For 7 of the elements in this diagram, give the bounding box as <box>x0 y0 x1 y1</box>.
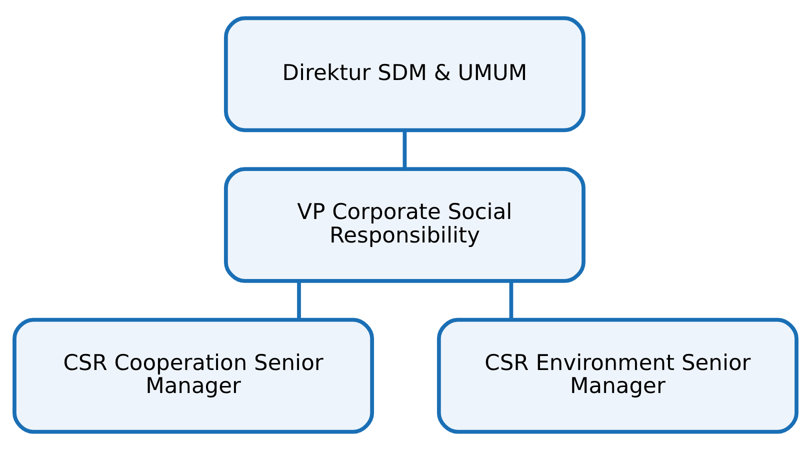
connector <box>402 130 407 169</box>
node-box: VP Corporate Social Responsibility <box>224 167 586 283</box>
node-box: CSR Environment Senior Manager <box>436 318 798 434</box>
connector <box>297 281 301 320</box>
node-box: CSR Cooperation Senior Manager <box>12 318 374 434</box>
node-box: Direktur SDM & UMUM <box>224 16 586 132</box>
connector <box>509 281 514 320</box>
